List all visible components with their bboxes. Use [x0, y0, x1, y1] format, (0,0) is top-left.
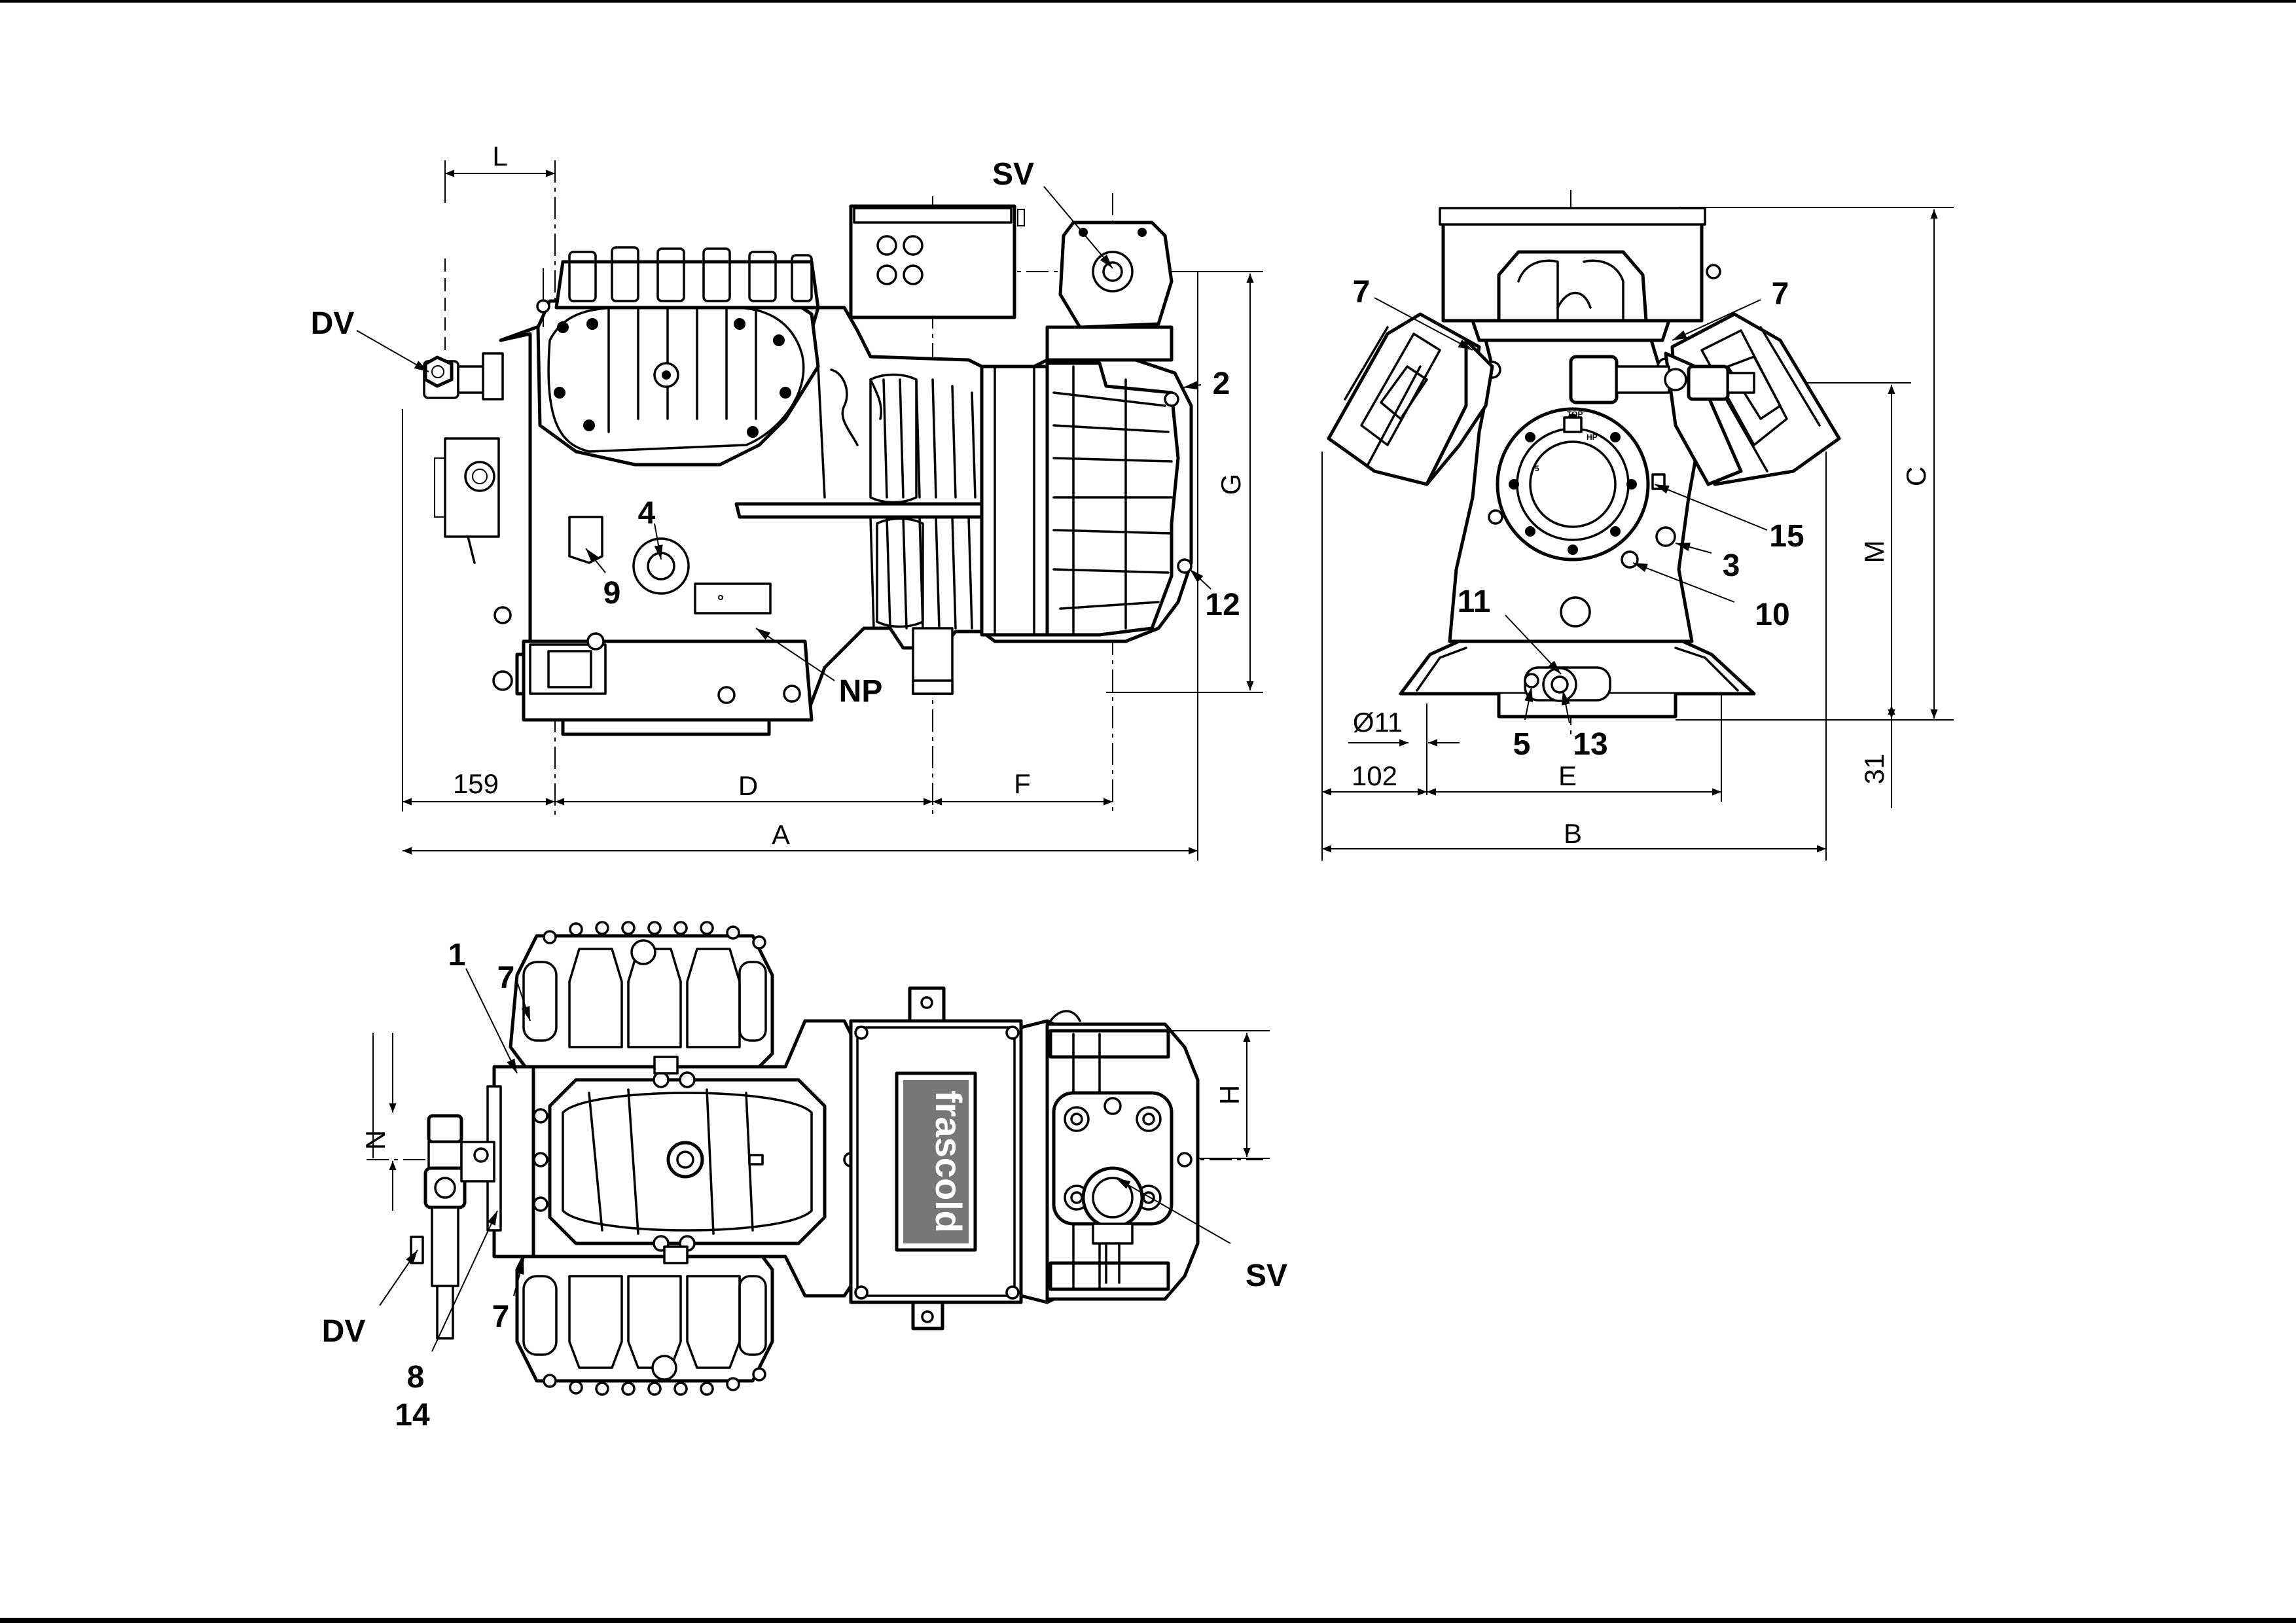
- end-suction-connection: [1569, 355, 1755, 404]
- top-lower-head: [515, 1241, 774, 1396]
- oil-sight-glass: [568, 516, 954, 695]
- dim-N: N: [360, 1130, 391, 1150]
- terminal-box-side: [849, 204, 1025, 319]
- callout-DV-top: DV: [322, 1314, 366, 1349]
- suction-valve-side: [1045, 221, 1174, 362]
- top-callouts: 1 7 7 DV 8 14 SV: [322, 938, 1287, 1433]
- dim-E: E: [1558, 760, 1577, 791]
- end-dimensions: C M 31 Ø11 102 E B: [1322, 209, 1938, 853]
- callout-12: 12: [1205, 588, 1240, 622]
- dim-G: G: [1215, 474, 1246, 495]
- end-left-head: [1327, 312, 1494, 486]
- callout-14: 14: [395, 1398, 430, 1433]
- callout-SV-top: SV: [1246, 1258, 1287, 1293]
- dim-D: D: [738, 770, 758, 801]
- top-dimensions: N H: [360, 1033, 1251, 1211]
- callout-10: 10: [1755, 597, 1789, 632]
- callout-7-end-left: 7: [1353, 275, 1371, 310]
- dim-31: 31: [1859, 754, 1890, 785]
- callout-7-top-upper: 7: [497, 961, 515, 995]
- callout-NP: NP: [839, 674, 883, 709]
- callout-11: 11: [1458, 584, 1491, 619]
- top-upper-head: [509, 921, 774, 1075]
- callout-2: 2: [1213, 366, 1230, 401]
- callout-13: 13: [1573, 727, 1607, 762]
- dim-159: 159: [453, 768, 499, 799]
- upper-head-fins: [536, 246, 820, 327]
- side-dimensions: L G 159 D F A: [403, 141, 1263, 855]
- dim-L: L: [492, 141, 507, 171]
- top-body: [486, 1019, 859, 1298]
- plate-top: TOP: [1567, 410, 1583, 419]
- top-discharge-valve: [410, 1114, 495, 1340]
- callout-5: 5: [1513, 727, 1531, 762]
- mounting-base: [1399, 636, 1756, 719]
- dim-B: B: [1564, 818, 1582, 849]
- callout-15: 15: [1769, 519, 1804, 554]
- motor-fins-side: [734, 361, 1193, 637]
- end-callouts: 7 7 15 3 11 10 5 13: [1353, 275, 1804, 762]
- top-motor: [1019, 1010, 1200, 1304]
- plate-hp: HP: [1587, 433, 1598, 442]
- callout-7-end-right: 7: [1772, 277, 1789, 312]
- dim-A: A: [772, 819, 790, 850]
- callout-SV-side: SV: [992, 157, 1034, 192]
- side-view: L G 159 D F A SV DV 2 4 9: [311, 141, 1263, 861]
- side-service-valve-body: [434, 437, 500, 564]
- callout-9: 9: [603, 576, 621, 611]
- callout-3: 3: [1723, 548, 1740, 583]
- callout-DV-side: DV: [311, 306, 355, 341]
- dim-102: 102: [1352, 760, 1397, 791]
- discharge-valve: [423, 352, 504, 401]
- plate-5: 5: [1535, 464, 1539, 473]
- top-view: frascold: [322, 921, 1287, 1433]
- dim-d11: Ø11: [1353, 707, 1403, 738]
- top-terminal-box: frascold: [849, 986, 1023, 1330]
- callout-4: 4: [638, 496, 656, 531]
- dim-M: M: [1859, 541, 1890, 563]
- callout-7-top-lower: 7: [492, 1300, 510, 1334]
- end-view: TOP HP 5: [1321, 190, 1954, 861]
- side-callouts: SV DV 2 4 9 12 NP: [311, 157, 1240, 709]
- callout-1: 1: [448, 938, 466, 972]
- dim-C: C: [1901, 467, 1931, 486]
- brand-logo: frascold: [928, 1090, 969, 1233]
- dim-F: F: [1014, 768, 1031, 799]
- dim-H: H: [1214, 1085, 1245, 1105]
- callout-8: 8: [407, 1360, 425, 1395]
- end-terminal-box: [1439, 207, 1721, 342]
- end-right-head: [1664, 312, 1841, 486]
